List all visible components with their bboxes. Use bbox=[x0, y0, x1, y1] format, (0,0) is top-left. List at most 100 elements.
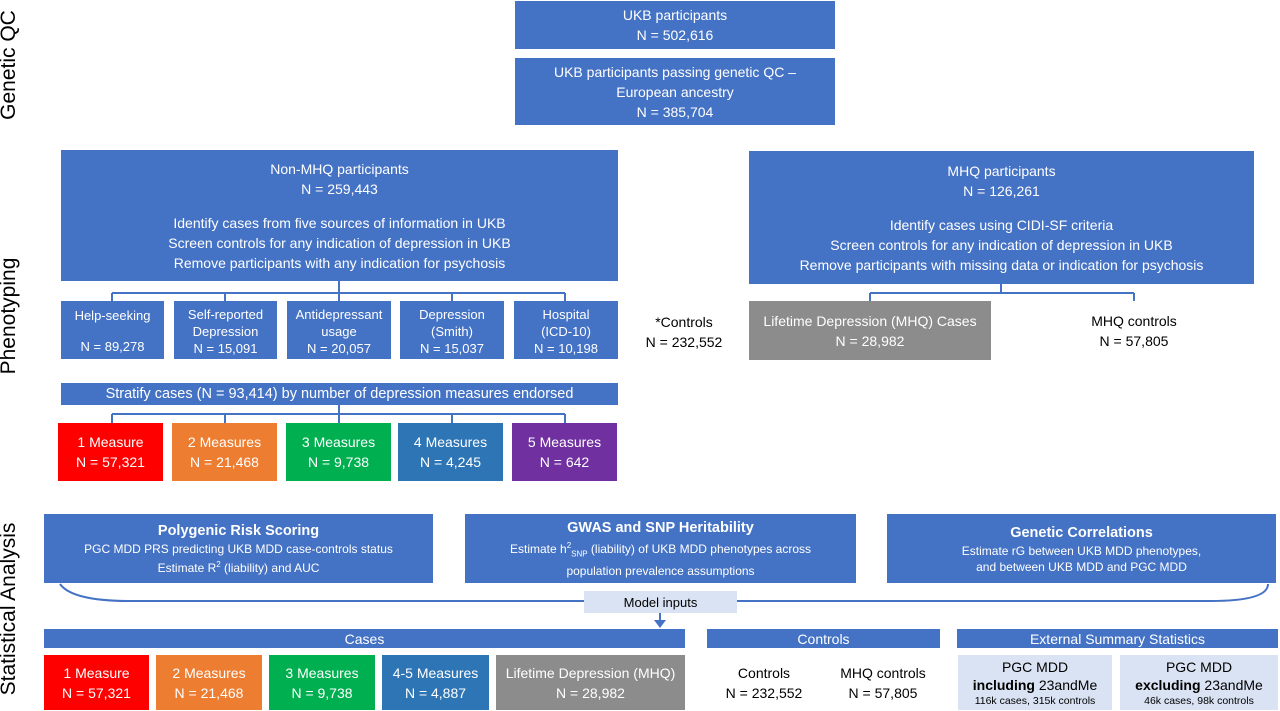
source-self-reported: Self-reported Depression N = 15,091 bbox=[174, 301, 277, 359]
rg-line1: Estimate rG between UKB MDD phenotypes, bbox=[961, 543, 1202, 558]
external-header: External Summary Statistics bbox=[957, 629, 1278, 648]
non-mhq-count: N = 259,443 bbox=[301, 180, 378, 197]
ukb-participants-count: N = 502,616 bbox=[636, 27, 714, 43]
stage-label-genetic-qc: Genetic QC bbox=[0, 10, 20, 120]
source-count: N = 15,091 bbox=[193, 340, 258, 356]
source-help-seeking: Help-seeking N = 89,278 bbox=[61, 301, 164, 359]
input-case-count: N = 9,738 bbox=[291, 684, 353, 701]
source-antidepressant: Antidepressant usage N = 20,057 bbox=[287, 301, 391, 359]
stage-label-statistical-analysis: Statistical Analysis bbox=[0, 522, 20, 696]
qc-passing-box: UKB participants passing genetic QC – Eu… bbox=[515, 58, 835, 125]
non-mhq-box: Non-MHQ participants N = 259,443 Identif… bbox=[61, 150, 618, 281]
input-mhq-controls-count: N = 57,805 bbox=[848, 684, 918, 701]
ukb-participants-box: UKB participants N = 502,616 bbox=[515, 1, 835, 49]
rg-line2: and between UKB MDD and PGC MDD bbox=[976, 559, 1187, 574]
gwas-title: GWAS and SNP Heritability bbox=[567, 520, 754, 537]
source-label-2: (Smith) bbox=[431, 323, 473, 339]
source-count: N = 89,278 bbox=[80, 339, 145, 354]
mhq-controls-count: N = 57,805 bbox=[1099, 332, 1169, 349]
non-mhq-step-2: Screen controls for any indication of de… bbox=[168, 234, 511, 251]
measure-label: 1 Measure bbox=[77, 434, 144, 450]
mhq-step-2: Screen controls for any indication of de… bbox=[830, 236, 1173, 253]
mhq-controls-label: MHQ controls bbox=[1091, 312, 1177, 329]
source-depression-smith: Depression (Smith) N = 15,037 bbox=[400, 301, 504, 359]
input-case-count: N = 28,982 bbox=[556, 684, 625, 701]
cases-header: Cases bbox=[44, 629, 685, 648]
measure-count: N = 642 bbox=[539, 454, 590, 470]
input-case-label: 3 Measures bbox=[285, 664, 359, 681]
rg-box: Genetic Correlations Estimate rG between… bbox=[887, 514, 1276, 583]
mhq-controls-box: MHQ controls N = 57,805 bbox=[1030, 301, 1238, 360]
input-case-2: 2 Measures N = 21,468 bbox=[156, 655, 262, 710]
external-detail: 116k cases, 315k controls bbox=[974, 694, 1096, 707]
stratify-label: Stratify cases (N = 93,414) by number of… bbox=[105, 386, 574, 402]
measure-3: 3 Measures N = 9,738 bbox=[286, 423, 391, 481]
input-case-4-5: 4-5 Measures N = 4,887 bbox=[382, 655, 489, 710]
mhq-cases-label: Lifetime Depression (MHQ) Cases bbox=[763, 312, 977, 329]
measure-label: 2 Measures bbox=[187, 434, 262, 450]
measure-label: 5 Measures bbox=[527, 434, 602, 450]
controls-note: *Controls N = 232,552 bbox=[636, 311, 732, 353]
external-title: PGC MDD bbox=[1165, 658, 1233, 675]
input-case-1: 1 Measure N = 57,321 bbox=[44, 655, 149, 710]
source-label: Antidepressant bbox=[295, 306, 383, 322]
input-case-count: N = 4,887 bbox=[404, 684, 467, 701]
non-mhq-step-3: Remove participants with any indication … bbox=[173, 254, 506, 271]
source-label-2: (ICD-10) bbox=[541, 323, 591, 339]
measure-count: N = 9,738 bbox=[307, 454, 370, 470]
input-controls-count: N = 232,552 bbox=[725, 684, 803, 701]
measure-4: 4 Measures N = 4,245 bbox=[398, 423, 503, 481]
input-controls-label: Controls bbox=[737, 664, 791, 681]
input-mhq-controls-label: MHQ controls bbox=[840, 664, 926, 681]
gwas-line2: population prevalence assumptions bbox=[566, 563, 755, 578]
stage-label-phenotyping: Phenotyping bbox=[0, 257, 20, 375]
input-case-label: Lifetime Depression (MHQ) bbox=[505, 664, 676, 681]
gwas-box: GWAS and SNP Heritability Estimate h2SNP… bbox=[465, 514, 856, 583]
source-label: Self-reported bbox=[187, 306, 264, 322]
source-label: Hospital bbox=[542, 306, 590, 322]
non-mhq-step-1: Identify cases from five sources of info… bbox=[173, 214, 506, 231]
controls-note-count: N = 232,552 bbox=[645, 334, 723, 350]
input-case-mhq: Lifetime Depression (MHQ) N = 28,982 bbox=[496, 655, 685, 710]
measure-label: 3 Measures bbox=[301, 434, 376, 450]
mhq-step-1: Identify cases using CIDI-SF criteria bbox=[889, 216, 1114, 233]
source-count: N = 20,057 bbox=[307, 340, 371, 356]
controls-note-label: *Controls bbox=[655, 314, 713, 330]
input-mhq-controls: MHQ controls N = 57,805 bbox=[826, 655, 940, 710]
external-qualifier: excluding 23andMe bbox=[1135, 676, 1263, 693]
input-case-count: N = 21,468 bbox=[174, 684, 244, 701]
mhq-box: MHQ participants N = 126,261 Identify ca… bbox=[749, 151, 1254, 284]
input-case-label: 4-5 Measures bbox=[392, 664, 479, 681]
gwas-line1: Estimate h2SNP (liability) of UKB MDD ph… bbox=[509, 541, 812, 559]
input-case-label: 2 Measures bbox=[172, 664, 246, 681]
mhq-count: N = 126,261 bbox=[963, 182, 1040, 199]
source-hospital: Hospital (ICD-10) N = 10,198 bbox=[514, 301, 618, 359]
measure-count: N = 21,468 bbox=[190, 454, 259, 470]
source-count: N = 15,037 bbox=[420, 340, 484, 356]
external-pgc-including: PGC MDD including 23andMe 116k cases, 31… bbox=[958, 655, 1112, 710]
input-case-3: 3 Measures N = 9,738 bbox=[269, 655, 375, 710]
prs-line2: Estimate R2 (liability) and AUC bbox=[157, 560, 320, 575]
model-inputs-label: Model inputs bbox=[584, 591, 737, 613]
mhq-cases-box: Lifetime Depression (MHQ) Cases N = 28,9… bbox=[749, 301, 991, 360]
stratify-box: Stratify cases (N = 93,414) by number of… bbox=[61, 383, 618, 405]
external-detail: 46k cases, 98k controls bbox=[1144, 694, 1254, 707]
mhq-step-3: Remove participants with missing data or… bbox=[799, 256, 1204, 273]
prs-box: Polygenic Risk Scoring PGC MDD PRS predi… bbox=[44, 514, 433, 583]
qc-passing-count: N = 385,704 bbox=[636, 103, 714, 120]
qc-passing-line2: European ancestry bbox=[616, 83, 734, 100]
external-qualifier: including 23andMe bbox=[972, 676, 1098, 693]
source-label: Help-seeking bbox=[74, 308, 151, 323]
rg-title: Genetic Correlations bbox=[1010, 524, 1153, 541]
source-label-2: Depression bbox=[192, 323, 259, 339]
input-case-label: 1 Measure bbox=[63, 664, 130, 681]
measure-label: 4 Measures bbox=[413, 434, 488, 450]
prs-title: Polygenic Risk Scoring bbox=[157, 523, 320, 539]
measure-5: 5 Measures N = 642 bbox=[512, 423, 617, 481]
mhq-title: MHQ participants bbox=[947, 162, 1056, 179]
controls-header: Controls bbox=[707, 629, 940, 648]
measure-count: N = 57,321 bbox=[76, 454, 145, 470]
measure-1: 1 Measure N = 57,321 bbox=[58, 423, 163, 481]
input-case-count: N = 57,321 bbox=[62, 684, 131, 701]
